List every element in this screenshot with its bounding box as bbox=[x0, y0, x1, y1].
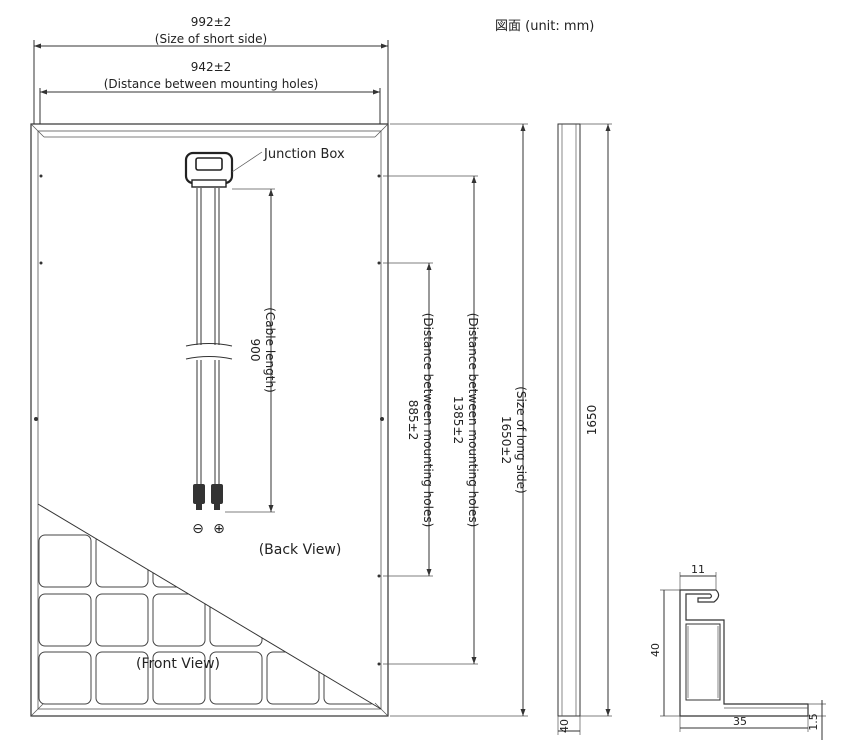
unit-note: 図面 (unit: mm) bbox=[495, 19, 594, 34]
cut-line bbox=[37, 503, 382, 710]
mount-holes-h-label: (Distance between mounting holes) bbox=[104, 77, 319, 91]
negative-terminal-icon: ⊖ bbox=[192, 521, 204, 537]
holes-1385-value: 1385±2 bbox=[451, 396, 465, 444]
side-thickness-value: 40 bbox=[558, 719, 571, 733]
side-view: 1650 40 bbox=[557, 123, 612, 735]
short-side-label: (Size of short side) bbox=[155, 32, 267, 46]
long-side-label: (Size of long side) bbox=[514, 386, 528, 494]
profile-flange: 1.5 bbox=[807, 713, 820, 731]
side-length-value: 1650 bbox=[585, 405, 599, 436]
front-view-label: (Front View) bbox=[136, 656, 220, 672]
profile-top-lip: 11 bbox=[691, 563, 705, 576]
holes-885-dimension: 885±2 (Distance between mounting holes) bbox=[383, 262, 435, 577]
frame-profile: 11 40 35 1.5 bbox=[649, 563, 826, 740]
profile-height: 40 bbox=[649, 643, 662, 657]
junction-box-label: Junction Box bbox=[263, 147, 345, 162]
cable-length-dimension: 900 (Cable length) bbox=[225, 188, 277, 513]
holes-1385-dimension: 1385±2 (Distance between mounting holes) bbox=[383, 175, 480, 665]
profile-base: 35 bbox=[733, 715, 747, 728]
junction-box bbox=[184, 151, 263, 188]
positive-terminal-icon: ⊕ bbox=[213, 521, 225, 537]
cable-length-value: 900 bbox=[248, 339, 262, 362]
mount-holes-h-value: 942±2 bbox=[191, 60, 232, 74]
holes-1385-label: (Distance between mounting holes) bbox=[466, 313, 480, 528]
back-view-label: (Back View) bbox=[259, 542, 342, 558]
short-side-value: 992±2 bbox=[191, 15, 232, 29]
cable-length-label: (Cable length) bbox=[263, 307, 277, 393]
holes-885-label: (Distance between mounting holes) bbox=[421, 313, 435, 528]
holes-885-value: 885±2 bbox=[406, 400, 420, 441]
short-side-dimension: 992±2 (Size of short side) bbox=[33, 15, 389, 125]
long-side-dimension: 1650±2 (Size of long side) bbox=[390, 123, 528, 717]
mounting-holes-horizontal-dimension: 942±2 (Distance between mounting holes) bbox=[39, 60, 381, 125]
long-side-value: 1650±2 bbox=[499, 416, 513, 464]
cables bbox=[185, 188, 233, 510]
